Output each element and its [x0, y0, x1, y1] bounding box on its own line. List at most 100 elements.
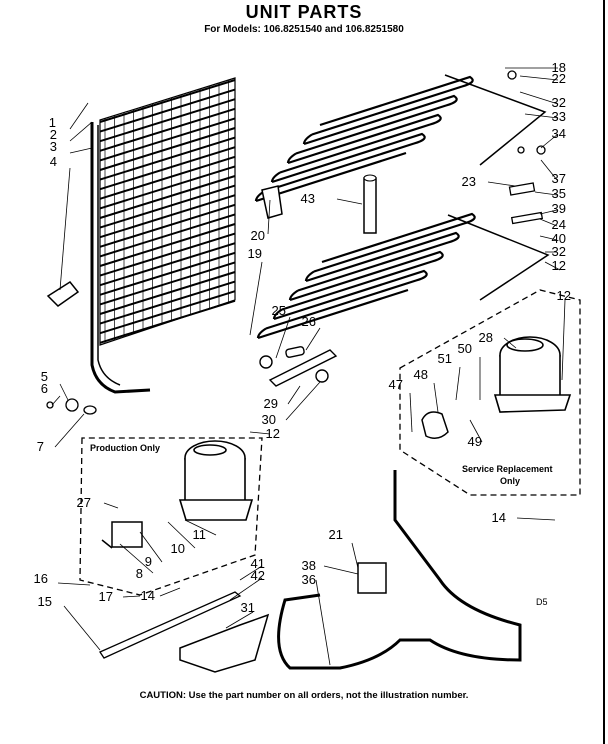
- leader-line: [540, 133, 559, 149]
- leader-line: [249, 431, 271, 435]
- leader-line: [455, 366, 461, 401]
- callout-47: 47: [389, 377, 403, 392]
- service-replacement-label: Service Replacement: [462, 464, 553, 474]
- leader-line: [239, 565, 263, 581]
- leader-line: [287, 385, 301, 405]
- leader-line: [519, 91, 559, 105]
- callout-37: 37: [552, 171, 566, 186]
- callout-30: 30: [262, 412, 276, 427]
- models-subtitle: For Models: 106.8251540 and 106.8251580: [204, 24, 404, 35]
- callout-31: 31: [241, 600, 255, 615]
- drier-fittings: [46, 398, 97, 415]
- callout-25: 25: [272, 303, 286, 318]
- callout-35: 35: [552, 186, 566, 201]
- callout-29: 29: [264, 396, 278, 411]
- callout-16: 16: [34, 571, 48, 586]
- leader-line: [51, 395, 61, 406]
- callout-42: 42: [251, 568, 265, 583]
- leader-line: [336, 198, 363, 205]
- leader-line: [539, 218, 558, 227]
- callout-49: 49: [468, 434, 482, 449]
- leader-line: [503, 337, 517, 349]
- bracket-20: [261, 185, 283, 219]
- callout-15: 15: [38, 594, 52, 609]
- callout-26: 26: [302, 314, 316, 329]
- callout-24: 24: [552, 217, 566, 232]
- caution-note: CAUTION: Use the part number on all orde…: [139, 690, 469, 701]
- clip-4: [46, 281, 80, 307]
- callout-51: 51: [438, 351, 452, 366]
- leader-line: [159, 587, 181, 597]
- callout-34: 34: [552, 126, 566, 141]
- leader-line: [315, 579, 331, 666]
- lower-evaporator: [256, 212, 550, 340]
- leader-line: [561, 299, 566, 381]
- callout-1: 1: [49, 115, 56, 130]
- leader-line: [351, 542, 359, 569]
- leader-line: [544, 261, 561, 271]
- leader-line: [524, 113, 559, 119]
- callout-28: 28: [479, 330, 493, 345]
- leader-line: [69, 121, 93, 142]
- callout-3: 3: [50, 139, 57, 154]
- leader-line: [534, 191, 558, 196]
- callout-6: 6: [41, 381, 48, 396]
- leader-line: [285, 381, 321, 421]
- service-replacement-box: [399, 289, 581, 496]
- production-compressor: [178, 440, 254, 521]
- service-compressor: [493, 336, 572, 413]
- leader-line: [539, 209, 558, 215]
- leader-line: [519, 75, 559, 81]
- leader-line: [57, 582, 91, 586]
- callout-39: 39: [552, 201, 566, 216]
- leader-line: [305, 327, 321, 351]
- callout-33: 33: [552, 109, 566, 124]
- leader-line: [249, 261, 263, 336]
- callout-21: 21: [329, 527, 343, 542]
- leader-line: [323, 565, 359, 575]
- callout-27: 27: [77, 495, 91, 510]
- callout-18: 18: [552, 60, 566, 75]
- leader-line: [487, 181, 516, 187]
- callout-38: 38: [302, 558, 316, 573]
- leader-line: [469, 419, 483, 443]
- leader-line: [59, 383, 69, 401]
- callout-22: 22: [552, 71, 566, 86]
- relay-8: [111, 521, 143, 548]
- leader-line: [69, 147, 93, 154]
- leader-line: [103, 502, 119, 509]
- drain-tube: [277, 470, 522, 670]
- leader-line: [122, 595, 141, 598]
- callout-5: 5: [41, 369, 48, 384]
- callout-8: 8: [136, 566, 143, 581]
- leader-line: [267, 199, 271, 235]
- overload-48: [421, 411, 449, 439]
- leader-line: [540, 159, 558, 181]
- callout-32: 32: [552, 244, 566, 259]
- production-only-box: [79, 437, 263, 596]
- callout-32: 32: [552, 95, 566, 110]
- leader-line: [275, 316, 291, 359]
- page-title: UNIT PARTS: [245, 2, 363, 22]
- callout-12: 12: [557, 288, 571, 303]
- tube-43: [363, 177, 377, 234]
- callout-9: 9: [145, 554, 152, 569]
- callout-14: 14: [141, 588, 155, 603]
- leader-line: [69, 102, 89, 130]
- leader-line: [139, 531, 163, 563]
- leader-line: [119, 543, 154, 574]
- callout-7: 7: [37, 439, 44, 454]
- tubing-parts: [259, 346, 338, 387]
- leader-line: [184, 519, 217, 536]
- callout-11: 11: [193, 527, 207, 542]
- leader-line: [433, 382, 439, 413]
- rail-14: [99, 591, 242, 659]
- service-replacement-label-line2: Only: [500, 476, 520, 486]
- callout-41: 41: [251, 556, 265, 571]
- callout-4: 4: [50, 154, 57, 169]
- callout-10: 10: [171, 541, 185, 556]
- leader-line: [63, 605, 101, 651]
- upper-evaporator: [254, 74, 547, 203]
- callout-17: 17: [99, 589, 113, 604]
